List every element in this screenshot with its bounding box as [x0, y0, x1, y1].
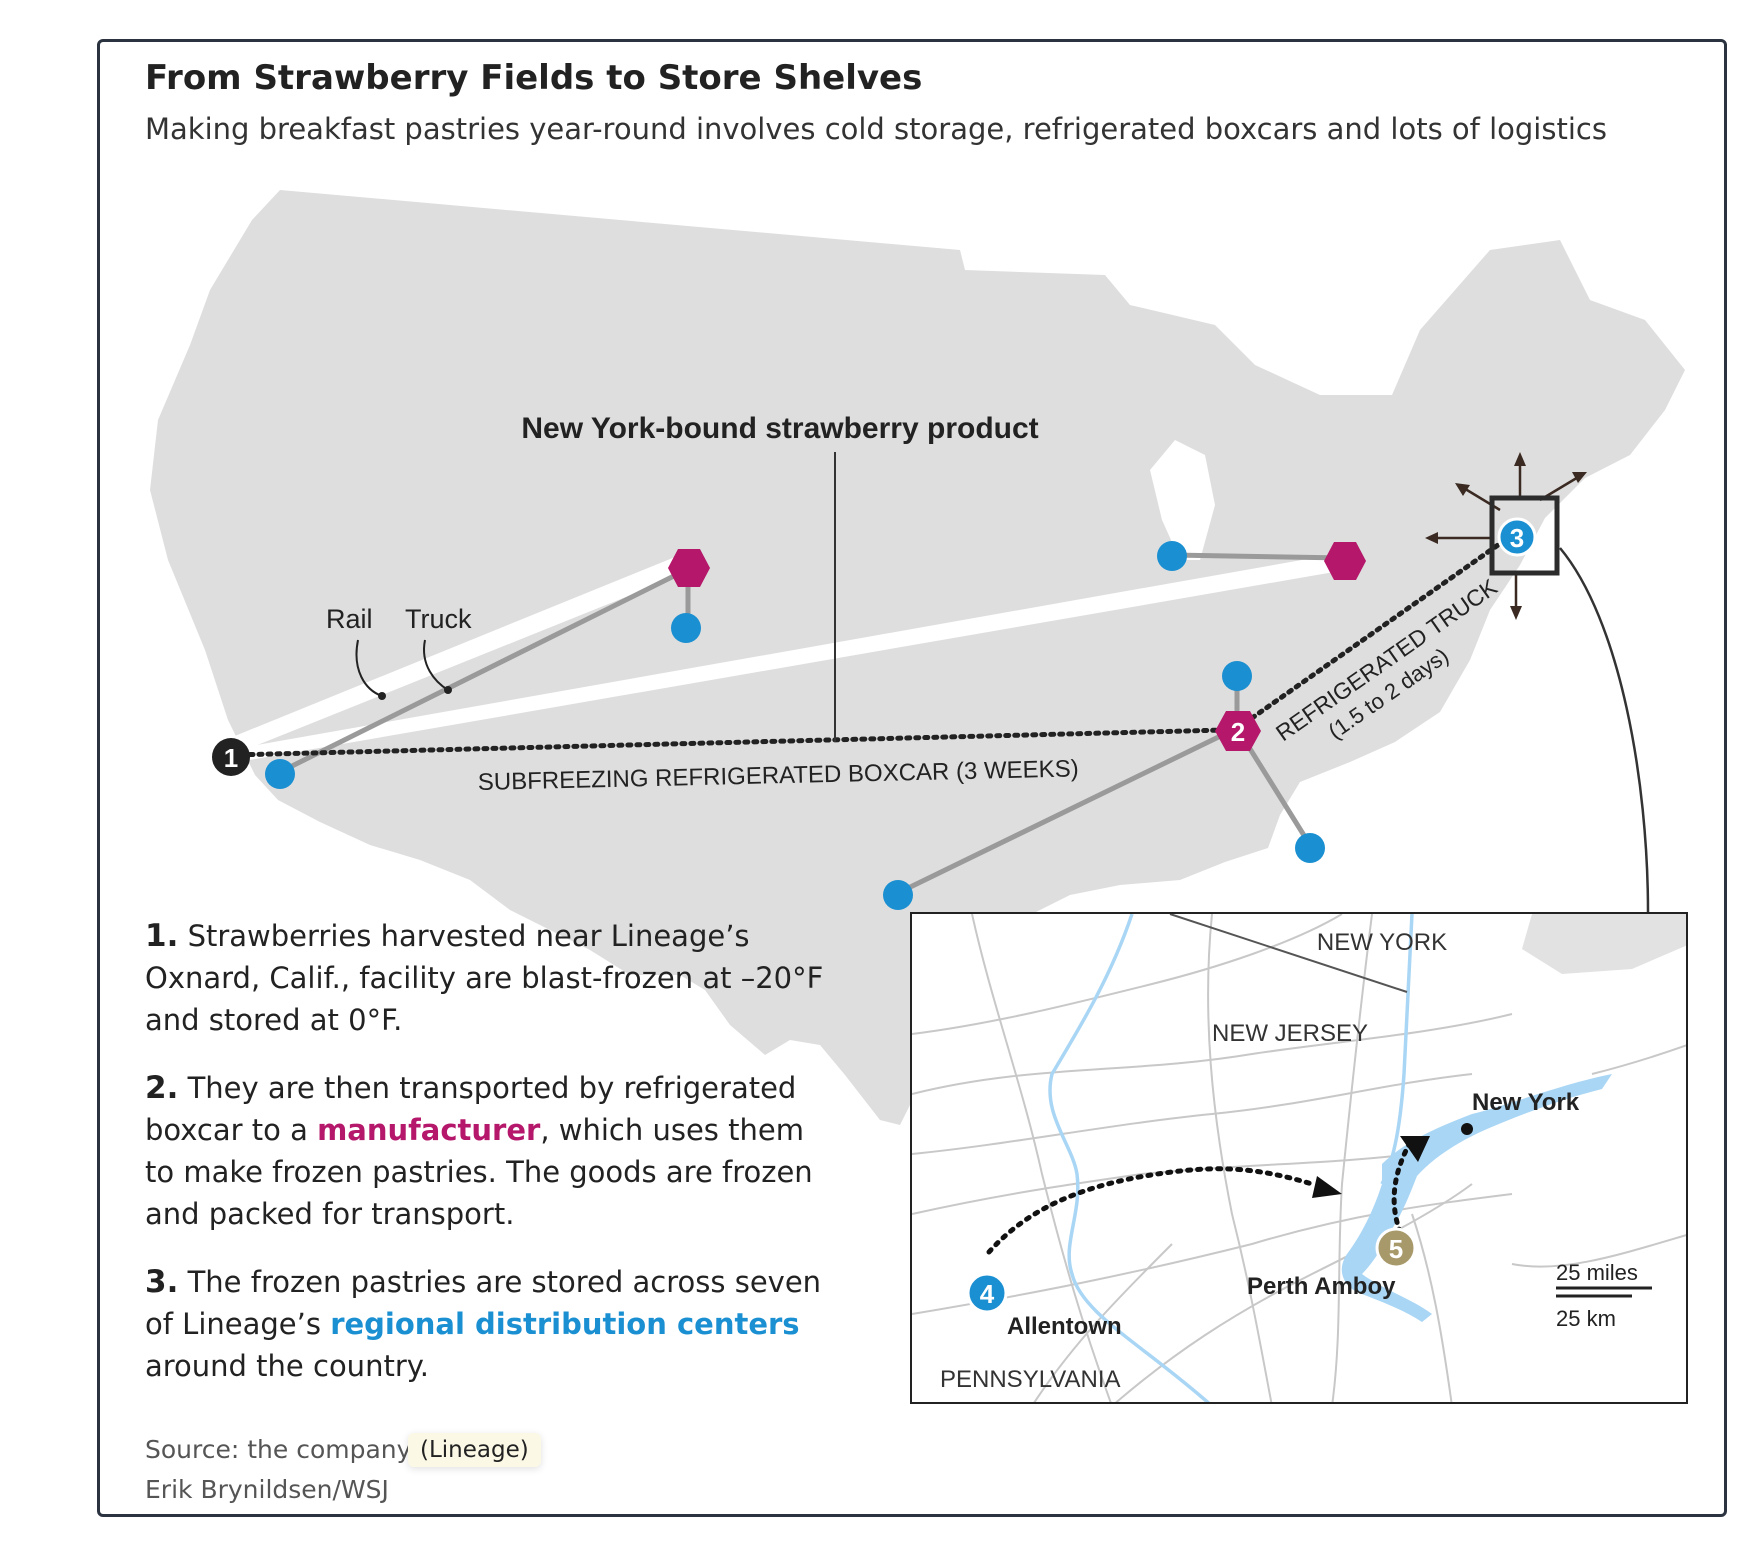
- distribution-center-southeast: [1295, 833, 1325, 863]
- city-perth-amboy: Perth Amboy: [1247, 1273, 1396, 1300]
- delaware-river: [1048, 914, 1211, 1402]
- rail-leader: [355, 639, 383, 697]
- step-2-text-after: , which uses them to make frozen pastrie…: [145, 1113, 813, 1231]
- inset-label-new-york-state: NEW YORK: [1317, 929, 1447, 956]
- step-3-text-before: The frozen pastries are stored across se…: [145, 1265, 822, 1341]
- manufacturer-hub: [1215, 711, 1261, 751]
- step-1-text: Strawberries harvested near Lineage’s Ox…: [145, 919, 824, 1037]
- source-tooltip[interactable]: (Lineage): [408, 1433, 541, 1467]
- step-2-text-before: They are then transported by refrigerate…: [145, 1071, 797, 1147]
- boxcar-route: [229, 727, 1228, 758]
- inset-map-svg: NEW YORK NEW JERSEY PENNSYLVANIA New Yor…: [912, 914, 1686, 1402]
- ny-state-line: [1169, 914, 1408, 993]
- city-allentown: Allentown: [1007, 1313, 1122, 1340]
- us-land: [150, 190, 1685, 1125]
- route-arrow-east: [1312, 1176, 1342, 1198]
- route-allentown-perth-amboy: [986, 1166, 1315, 1255]
- step-1-number: 1.: [145, 918, 179, 954]
- manufacturer-legend-label: manufacturer: [317, 1113, 541, 1147]
- truck-leader: [423, 639, 449, 691]
- marker-5-perth-amboy: [1375, 1227, 1417, 1269]
- rail-band-west: [225, 555, 688, 752]
- truck-route-midwest: [1169, 552, 1348, 561]
- distribution-center-midwest: [1157, 541, 1187, 571]
- distribution-center-hub-north: [1222, 661, 1252, 691]
- inset-land-ny: [1522, 914, 1686, 974]
- truck-leader-dot: [444, 686, 452, 694]
- manufacturer-east: [1324, 542, 1366, 580]
- marker-4-allentown: [966, 1272, 1008, 1314]
- inset-map: NEW YORK NEW JERSEY PENNSYLVANIA New Yor…: [910, 912, 1688, 1404]
- scale-miles: 25 miles: [1556, 1260, 1638, 1285]
- marker-1-label: 1: [224, 743, 238, 773]
- marker-3-new-york: [1497, 517, 1537, 557]
- credit-line: Erik Brynildsen/WSJ: [145, 1475, 389, 1504]
- marker-1-oxnard: [212, 738, 250, 776]
- truck-label: Truck: [405, 604, 472, 634]
- great-lakes: [1150, 440, 1215, 560]
- step-3-text-after: around the country.: [145, 1349, 429, 1383]
- distribution-center-texas: [883, 880, 913, 910]
- distribution-center-legend-label: regional distribution centers: [330, 1307, 800, 1341]
- inset-connector: [1559, 547, 1650, 913]
- truck-route-oxnard-to-west-mfr: [277, 565, 693, 775]
- manufacturer-west: [668, 549, 710, 587]
- step-3: 3. The frozen pastries are stored across…: [145, 1261, 835, 1387]
- step-1: 1. Strawberries harvested near Lineage’s…: [145, 915, 835, 1041]
- refrigerated-truck-route: [1249, 542, 1501, 721]
- inset-label-pennsylvania: PENNSYLVANIA: [940, 1366, 1121, 1393]
- new-york-focus-box: [1489, 495, 1560, 576]
- step-3-number: 3.: [145, 1264, 179, 1300]
- callout-label: New York-bound strawberry product: [521, 412, 1038, 445]
- marker-2-label: 2: [1231, 717, 1245, 747]
- inset-label-new-jersey: NEW JERSEY: [1212, 1020, 1368, 1047]
- marker-5-label: 5: [1389, 1234, 1403, 1264]
- rail-leader-dot: [378, 692, 386, 700]
- marker-4-label: 4: [980, 1279, 995, 1309]
- distribution-center-oxnard: [265, 759, 295, 789]
- truck-route-hub-southwest: [895, 725, 1240, 896]
- rail-band-national: [240, 555, 1334, 760]
- distribution-center-west: [671, 613, 701, 643]
- step-2-number: 2.: [145, 1070, 179, 1106]
- route-arrow-north: [1400, 1136, 1430, 1162]
- steps-list: 1. Strawberries harvested near Lineage’s…: [145, 915, 835, 1413]
- new-york-city-dot: [1461, 1123, 1473, 1135]
- graphic-subtitle: Making breakfast pastries year-round inv…: [145, 112, 1607, 146]
- source-line: Source: the company: [145, 1435, 412, 1464]
- rail-label: Rail: [326, 604, 373, 634]
- step-2: 2. They are then transported by refriger…: [145, 1067, 835, 1235]
- marker-3-label: 3: [1510, 523, 1524, 553]
- scale-km: 25 km: [1556, 1306, 1616, 1331]
- city-new-york: New York: [1472, 1089, 1580, 1116]
- route-perth-amboy-new-york: [1391, 1136, 1415, 1235]
- graphic-title: From Strawberry Fields to Store Shelves: [145, 58, 923, 98]
